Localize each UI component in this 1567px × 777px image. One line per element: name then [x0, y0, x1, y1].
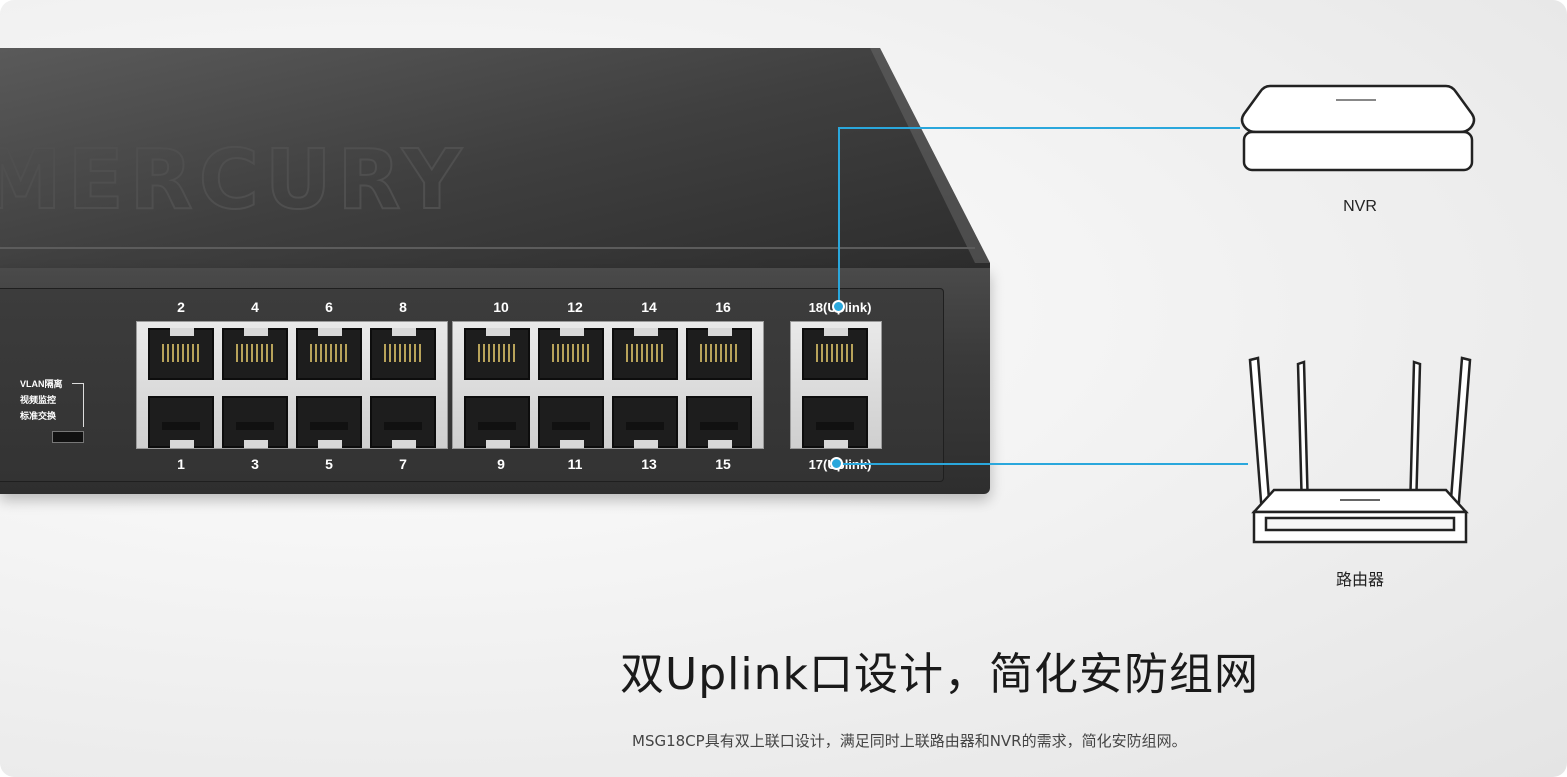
rj45-port — [296, 328, 362, 380]
port-label: 9 — [497, 456, 505, 472]
port-pins — [626, 422, 664, 430]
nvr-link-line-v — [838, 127, 840, 307]
rj45-port — [612, 328, 678, 380]
rj45-port — [296, 396, 362, 448]
port-pins — [816, 344, 854, 362]
rj45-port — [148, 396, 214, 448]
port-latch — [392, 440, 416, 448]
port-pins — [700, 344, 738, 362]
port-latch — [560, 328, 584, 336]
port-label: 11 — [567, 456, 583, 472]
brand-logo: MERCURY — [0, 133, 468, 228]
rj45-port — [612, 396, 678, 448]
port-pins — [478, 344, 516, 362]
mode-bracket — [72, 383, 84, 427]
mode-label-video: 视频监控 — [20, 395, 57, 405]
uplink-18-dot — [832, 300, 845, 313]
port-latch — [486, 328, 510, 336]
nvr-link-line-h — [838, 127, 1240, 129]
port-pins — [626, 344, 664, 362]
port-label: 16 — [715, 299, 731, 315]
port-pins — [310, 422, 348, 430]
port-label: 10 — [493, 299, 509, 315]
port-latch — [634, 328, 658, 336]
port-pins — [384, 422, 422, 430]
mode-label-vlan: VLAN隔离 — [20, 379, 63, 389]
port-latch — [318, 328, 342, 336]
port-pins — [384, 344, 422, 362]
mode-switch[interactable] — [52, 431, 84, 443]
port-pins — [552, 344, 590, 362]
port-label: 7 — [399, 456, 407, 472]
port-latch — [634, 440, 658, 448]
uplink-port — [802, 396, 868, 448]
rj45-port — [464, 328, 530, 380]
port-latch — [560, 440, 584, 448]
port-latch — [244, 440, 268, 448]
rj45-port — [222, 396, 288, 448]
nvr-label: NVR — [1343, 198, 1377, 215]
port-label: 1 — [177, 456, 185, 472]
port-pins — [162, 344, 200, 362]
router-device-icon — [1248, 356, 1472, 544]
router-link-line-h — [838, 463, 1248, 465]
switch-front-panel: VLAN隔离 视频监控 标准交换 — [0, 288, 944, 482]
rj45-port — [538, 396, 604, 448]
subline: MSG18CP具有双上联口设计，满足同时上联路由器和NVR的需求，简化安防组网。 — [632, 732, 1187, 750]
port-latch — [170, 328, 194, 336]
port-label: 6 — [325, 299, 333, 315]
port-label: 8 — [399, 299, 407, 315]
nvr-device-icon — [1240, 84, 1476, 172]
port-pins — [236, 344, 274, 362]
rj45-port — [686, 396, 752, 448]
port-pins — [236, 422, 274, 430]
rj45-port — [370, 328, 436, 380]
port-label: 15 — [715, 456, 731, 472]
uplink-17-dot — [830, 457, 843, 470]
port-latch — [824, 328, 848, 336]
router-label: 路由器 — [1335, 572, 1384, 589]
rj45-port — [464, 396, 530, 448]
port-latch — [708, 440, 732, 448]
port-latch — [486, 440, 510, 448]
mode-label-standard: 标准交换 — [20, 411, 57, 421]
rj45-port — [370, 396, 436, 448]
port-pins — [552, 422, 590, 430]
headline: 双Uplink口设计，简化安防组网 — [620, 649, 1259, 700]
port-label: 2 — [177, 299, 185, 315]
port-latch — [244, 328, 268, 336]
switch-top-surface: MERCURY — [0, 48, 990, 278]
rj45-port — [538, 328, 604, 380]
port-latch — [392, 328, 416, 336]
rj45-port — [222, 328, 288, 380]
port-pins — [162, 422, 200, 430]
port-pins — [310, 344, 348, 362]
uplink-port — [802, 328, 868, 380]
rj45-port — [686, 328, 752, 380]
port-pins — [700, 422, 738, 430]
port-label: 3 — [251, 456, 259, 472]
port-pins — [478, 422, 516, 430]
port-latch — [708, 328, 732, 336]
port-label: 14 — [641, 299, 657, 315]
port-latch — [318, 440, 342, 448]
port-label: 4 — [251, 299, 259, 315]
port-pins — [816, 422, 854, 430]
port-label: 5 — [325, 456, 333, 472]
port-latch — [824, 440, 848, 448]
rj45-port — [148, 328, 214, 380]
port-label: 12 — [567, 299, 583, 315]
port-latch — [170, 440, 194, 448]
port-label: 13 — [641, 456, 657, 472]
